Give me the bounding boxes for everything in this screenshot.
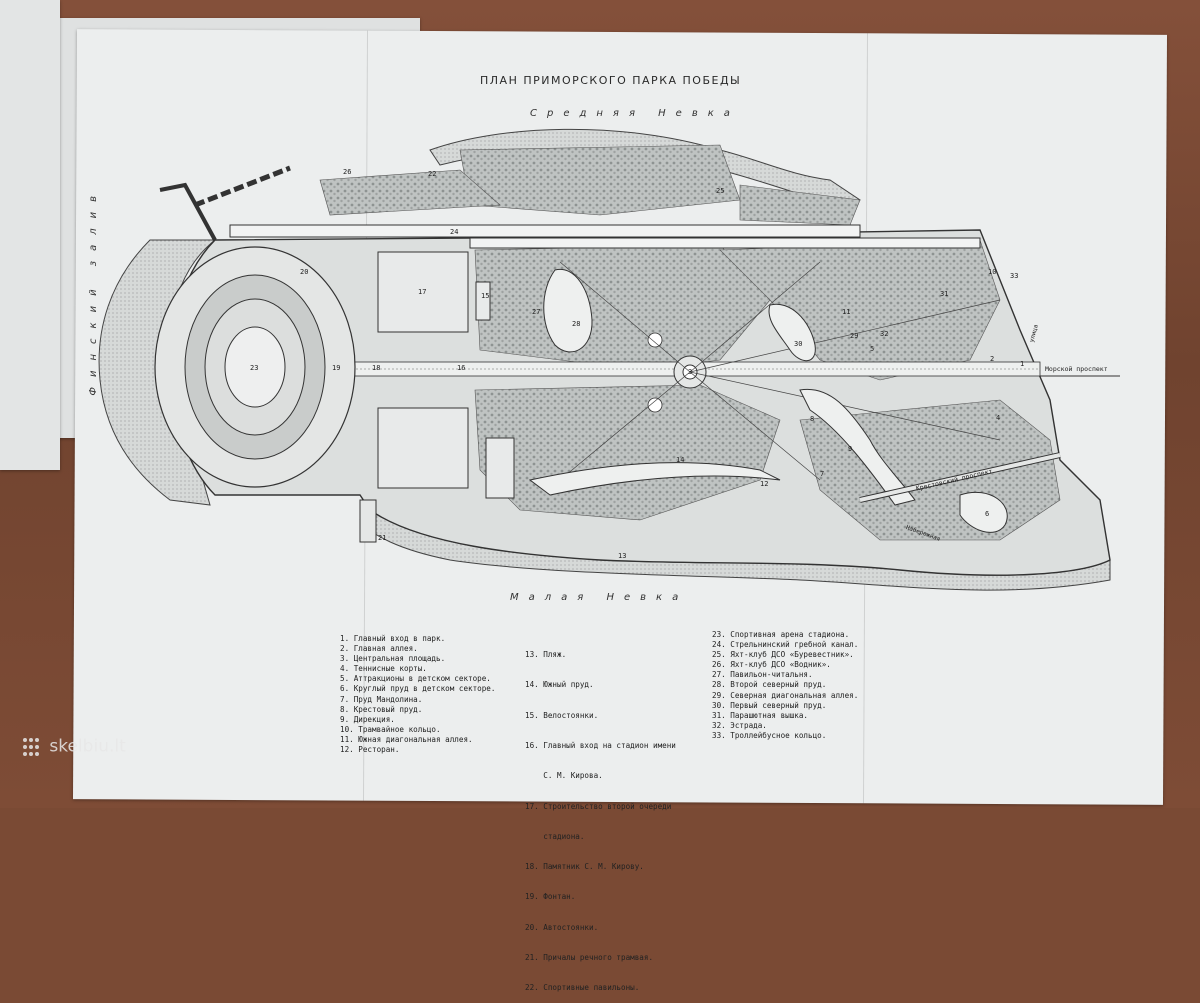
watermark-logo-icon bbox=[22, 736, 44, 757]
map-number: 28 bbox=[572, 320, 581, 328]
map-number: 14 bbox=[676, 456, 685, 464]
map-number: 1 bbox=[1020, 360, 1025, 368]
legend-item: 28. Второй северный пруд. bbox=[712, 680, 827, 690]
map-number: 10 bbox=[988, 268, 997, 276]
background-sheet-edge bbox=[0, 0, 60, 470]
legend-item: 17. Строительство второй очереди bbox=[525, 801, 672, 811]
map-number: 26 bbox=[343, 168, 352, 176]
map-number: 33 bbox=[1010, 272, 1019, 280]
legend-item: 5. Аттракционы в детском секторе. bbox=[340, 674, 491, 684]
map-number: 21 bbox=[378, 534, 387, 542]
legend-item: 16. Главный вход на стадион имени bbox=[525, 741, 676, 751]
map-number: 17 bbox=[418, 288, 427, 296]
map-number: 22 bbox=[428, 170, 437, 178]
map-number: 2 bbox=[990, 355, 995, 363]
legend-item: 19. Фонтан. bbox=[525, 892, 576, 902]
map-number: 24 bbox=[450, 228, 459, 236]
legend-item: 4. Теннисные корты. bbox=[340, 664, 427, 674]
legend-item: 9. Дирекция. bbox=[340, 714, 395, 724]
map-number: 12 bbox=[760, 480, 769, 488]
legend-item: 3. Центральная площадь. bbox=[340, 654, 446, 664]
park-map bbox=[98, 128, 1120, 591]
legend-item: 18. Памятник С. М. Кирову. bbox=[525, 862, 644, 872]
legend-item: 30. Первый северный пруд. bbox=[712, 700, 827, 710]
legend-item: стадиона. bbox=[525, 831, 585, 841]
map-number: 9 bbox=[848, 445, 853, 453]
legend-item: С. М. Кирова. bbox=[525, 771, 603, 781]
watermark-text: skelbiu.lt bbox=[49, 736, 126, 757]
legend-column-3: 23. Спортивная арена стадиона. 24. Стрел… bbox=[712, 630, 858, 741]
legend-item: 11. Южная диагональная аллея. bbox=[340, 734, 473, 744]
legend-item: 31. Парашютная вышка. bbox=[712, 710, 809, 720]
map-number: 16 bbox=[457, 364, 466, 372]
map-number: 3 bbox=[688, 368, 693, 376]
legend-item: 20. Автостоянки. bbox=[525, 922, 599, 932]
map-number: 25 bbox=[716, 187, 725, 195]
water-label-top: Средняя Невка bbox=[530, 108, 740, 119]
map-number: 27 bbox=[532, 308, 541, 316]
map-number: 15 bbox=[481, 292, 490, 300]
map-number: 32 bbox=[880, 330, 889, 338]
map-number: 4 bbox=[996, 414, 1001, 422]
map-number: 7 bbox=[820, 470, 825, 478]
legend-item: 6. Круглый пруд в детском секторе. bbox=[340, 684, 496, 694]
map-number: 30 bbox=[794, 340, 803, 348]
legend-item: 24. Стрельнинский гребной канал. bbox=[712, 640, 859, 650]
map-number: 11 bbox=[842, 308, 851, 316]
water-label-bottom: Малая Невка bbox=[510, 592, 689, 603]
legend-item: 33. Троллейбусное кольцо. bbox=[712, 730, 827, 740]
legend-item: 21. Причалы речного трамвая. bbox=[525, 953, 654, 962]
map-title: ПЛАН ПРИМОРСКОГО ПАРКА ПОБЕДЫ bbox=[480, 74, 742, 87]
legend-item: 10. Трамвайное кольцо. bbox=[340, 724, 441, 734]
legend-item: 7. Пруд Мандолина. bbox=[340, 694, 423, 704]
map-number: 13 bbox=[618, 552, 627, 560]
legend-item: 12. Ресторан. bbox=[340, 745, 400, 755]
water-label-left: Финский залив bbox=[88, 186, 99, 396]
legend-item: 15. Велостоянки. bbox=[525, 710, 599, 720]
map-number: 8 bbox=[810, 415, 815, 423]
legend-item: 26. Яхт-клуб ДСО «Водник». bbox=[712, 660, 831, 670]
legend-item: 23. Спортивная арена стадиона. bbox=[712, 630, 850, 639]
map-number: 20 bbox=[300, 268, 309, 276]
map-number: 19 bbox=[332, 364, 341, 372]
legend-item: 13. Пляж. bbox=[525, 650, 567, 660]
legend-item: 2. Главная аллея. bbox=[340, 644, 418, 654]
legend-item: 8. Крестовый пруд. bbox=[340, 704, 423, 714]
map-number: 23 bbox=[250, 364, 259, 372]
legend-column-2: 13. Пляж. 14. Южный пруд. 15. Велостоянк… bbox=[525, 630, 676, 1003]
legend-item: 32. Эстрада. bbox=[712, 720, 767, 730]
legend-item: 1. Главный вход в парк. bbox=[340, 634, 446, 643]
legend-item: 27. Павильон-читальня. bbox=[712, 670, 813, 680]
map-number: 6 bbox=[985, 510, 990, 518]
map-number: 18 bbox=[372, 364, 381, 372]
map-number: 29 bbox=[850, 332, 859, 340]
legend-item: 25. Яхт-клуб ДСО «Буревестник». bbox=[712, 650, 854, 660]
legend-item: 14. Южный пруд. bbox=[525, 680, 594, 690]
legend-column-1: 1. Главный вход в парк. 2. Главная аллея… bbox=[340, 634, 495, 755]
label-morskoy-prospekt: Морской проспект bbox=[1045, 365, 1108, 373]
legend-item: 22. Спортивные павильоны. bbox=[525, 983, 640, 993]
map-number: 5 bbox=[870, 345, 875, 353]
watermark: skelbiu.lt bbox=[22, 736, 126, 757]
map-number: 31 bbox=[940, 290, 949, 298]
legend-item: 29. Северная диагональная аллея. bbox=[712, 690, 859, 700]
